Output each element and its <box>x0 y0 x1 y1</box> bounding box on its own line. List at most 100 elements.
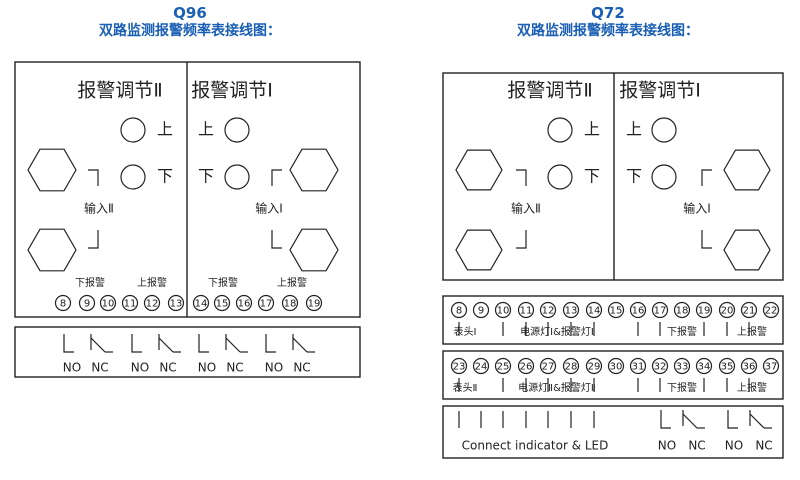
q96-terminal-9-circle <box>78 294 96 312</box>
q96-left-upper-hexagon <box>27 148 77 192</box>
q96-left-up-knob <box>120 117 146 143</box>
q72-terminal-11-circle <box>517 301 535 319</box>
q72-terminal-23-circle <box>450 357 468 375</box>
q72-terminal-32-number: 32 <box>654 362 667 373</box>
q72-terminal-18-number: 18 <box>676 306 689 317</box>
q72-terminal-34-number: 34 <box>698 362 711 373</box>
q72-terminal-29-number: 29 <box>588 362 601 373</box>
q72-terminal-16-circle <box>629 301 647 319</box>
q96-right-down-label: 下 <box>198 167 214 186</box>
q96-relay-1-no-label: NO <box>63 361 81 375</box>
q72-terminal-18-circle <box>673 301 691 319</box>
q96-relay-3-no-contact <box>198 334 209 353</box>
q72-terminal-37-number: 37 <box>765 362 778 373</box>
q72-terminal-17-number: 17 <box>654 306 667 317</box>
q96-diagram-title: 双路监测报警频率表接线图： <box>99 23 281 39</box>
q96-terminal-8-circle <box>54 294 72 312</box>
q72-relay-2-no-label: NO <box>725 439 743 453</box>
q72-terminal-17-circle <box>651 301 669 319</box>
q96-terminal-19-circle <box>305 294 323 312</box>
q96-terminal-14-circle <box>192 294 210 312</box>
q72-terminal-26-number: 26 <box>520 362 533 373</box>
q72-terminal-25-number: 25 <box>497 362 510 373</box>
q72-terminal-8-circle <box>450 301 468 319</box>
q96-relay-2-nc-contact-blade <box>158 337 174 353</box>
q96-terminal-14-number: 14 <box>195 299 208 310</box>
q72-terminal-27-circle <box>539 357 557 375</box>
q72-terminal-31-number: 31 <box>632 362 645 373</box>
q72-right-down-knob <box>651 164 677 190</box>
q96-left-up-label: 上 <box>157 120 173 139</box>
q96-terminal-11-number: 11 <box>124 299 137 310</box>
q72-relay-1-no-contact <box>660 410 671 429</box>
q72-panel-frame <box>442 72 784 281</box>
q72-left-upper-bracket <box>516 169 527 186</box>
q96-left-lower-hexagon <box>27 228 77 272</box>
q72-terminal-28-circle <box>562 357 580 375</box>
q72-diagram-title: 双路监测报警频率表接线图： <box>517 23 699 39</box>
q96-terminal-10-number: 10 <box>102 299 115 310</box>
q96-right-lower-bracket <box>271 230 282 249</box>
q72-terminal-19-number: 19 <box>698 306 711 317</box>
q72-terminal-19-circle <box>695 301 713 319</box>
q96-relay-2-nc-label: NC <box>159 361 176 375</box>
q72-terminal-13-circle <box>562 301 580 319</box>
q72-left-lower-bracket <box>516 230 527 249</box>
q72-terminal-14-circle <box>585 301 603 319</box>
q72-row2-label-power-led: 电源灯Ⅱ&报警灯Ⅱ <box>518 381 596 394</box>
q72-left-down-knob <box>547 164 573 190</box>
q72-terminal-22-number: 22 <box>765 306 778 317</box>
q72-terminal-10-number: 10 <box>497 306 510 317</box>
q72-row1-label-meter: 表头Ⅰ <box>454 325 477 338</box>
q72-terminal-21-circle <box>740 301 758 319</box>
q72-left-lower-hexagon <box>455 229 503 271</box>
q72-terminal-23-number: 23 <box>453 362 466 373</box>
q72-terminal-15-number: 15 <box>610 306 623 317</box>
q72-indicator-label: Connect indicator & LED <box>462 439 609 453</box>
q72-terminal-15-circle <box>607 301 625 319</box>
q72-relay-1-nc-label: NC <box>688 439 705 453</box>
q72-terminal-32-circle <box>651 357 669 375</box>
q72-terminal-20-number: 20 <box>721 306 734 317</box>
q72-row2-label-meter: 表头Ⅱ <box>453 381 478 394</box>
q72-terminal-30-number: 30 <box>610 362 623 373</box>
q96-right-up-label: 上 <box>198 120 214 139</box>
q72-terminal-20-circle <box>718 301 736 319</box>
q72-terminal-12-circle <box>539 301 557 319</box>
q96-terminal-10-circle <box>99 294 117 312</box>
q96-relay-4-nc-contact-blade <box>292 337 308 353</box>
q96-relay-4-nc-label: NC <box>293 361 310 375</box>
q72-right-panel-title: 报警调节Ⅰ <box>619 80 701 102</box>
q72-row1-label-lower-alarm: 下报警 <box>667 325 697 338</box>
q72-terminal-24-number: 24 <box>475 362 488 373</box>
q96-left-lower-alarm: 下报警 <box>75 276 105 289</box>
q96-terminal-19-number: 19 <box>308 299 321 310</box>
q72-right-lower-bracket <box>701 230 712 249</box>
q72-input-right-label: 输入Ⅰ <box>683 201 711 216</box>
q96-right-up-knob <box>224 117 250 143</box>
q96-terminal-17-circle <box>257 294 275 312</box>
q72-row1-label-upper-alarm: 上报警 <box>737 325 767 338</box>
q72-terminal-36-circle <box>740 357 758 375</box>
q96-terminal-18-number: 18 <box>284 299 297 310</box>
q72-left-up-label: 上 <box>584 120 600 139</box>
q96-left-down-label: 下 <box>157 167 173 186</box>
q96-terminal-12-circle <box>143 294 161 312</box>
q96-terminal-16-circle <box>235 294 253 312</box>
q72-terminal-8-number: 8 <box>456 306 462 317</box>
q96-relay-1-nc-label: NC <box>91 361 108 375</box>
q72-terminal-16-number: 16 <box>632 306 645 317</box>
q96-terminal-13-number: 13 <box>170 299 183 310</box>
q72-left-panel-title: 报警调节Ⅱ <box>507 80 592 102</box>
q96-right-down-knob <box>224 164 250 190</box>
q96-relay-strip <box>14 326 361 378</box>
q72-terminal-37-circle <box>762 357 780 375</box>
q96-terminal-17-number: 17 <box>260 299 273 310</box>
q72-terminal-35-circle <box>718 357 736 375</box>
q72-terminal-31-circle <box>629 357 647 375</box>
q72-terminal-28-number: 28 <box>565 362 578 373</box>
q96-terminal-12-number: 12 <box>146 299 159 310</box>
q96-relay-1-nc-contact-blade <box>90 337 106 353</box>
q72-terminal-35-number: 35 <box>721 362 734 373</box>
q72-relay-2-no-contact <box>727 410 738 429</box>
